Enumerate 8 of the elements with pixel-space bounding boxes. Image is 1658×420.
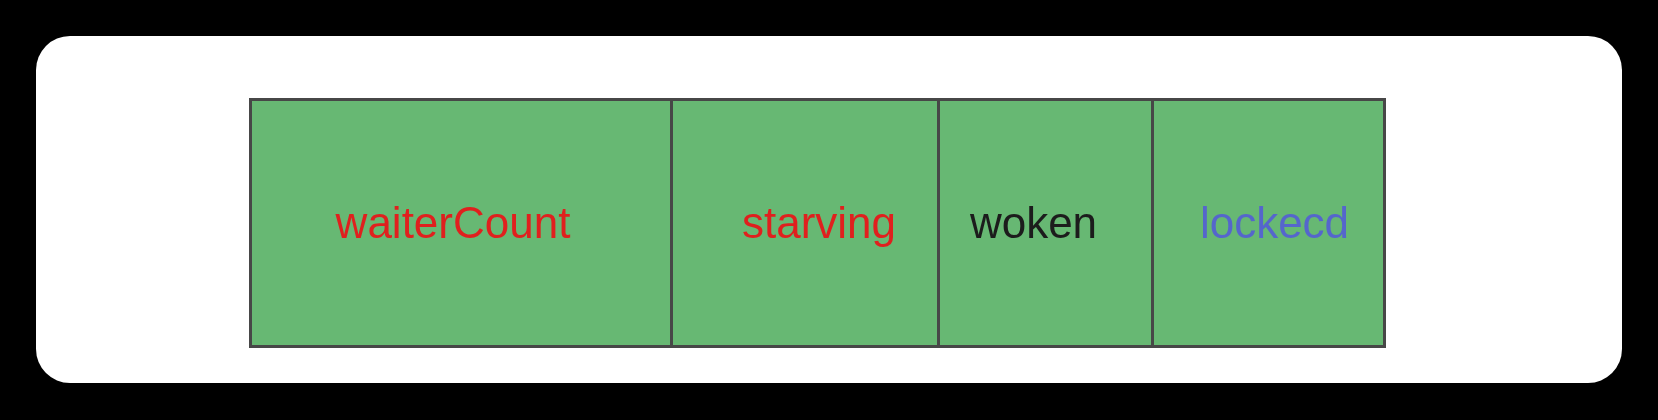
field-cell: [937, 98, 1154, 348]
field-name: starving: [741, 197, 897, 249]
field-cell: [1151, 98, 1386, 348]
field-cell: [670, 98, 940, 348]
field-name: waiterCount: [335, 197, 571, 249]
field-name: lockecd: [1199, 197, 1350, 249]
field-name: woken: [969, 197, 1098, 249]
field-cell: [249, 98, 673, 348]
